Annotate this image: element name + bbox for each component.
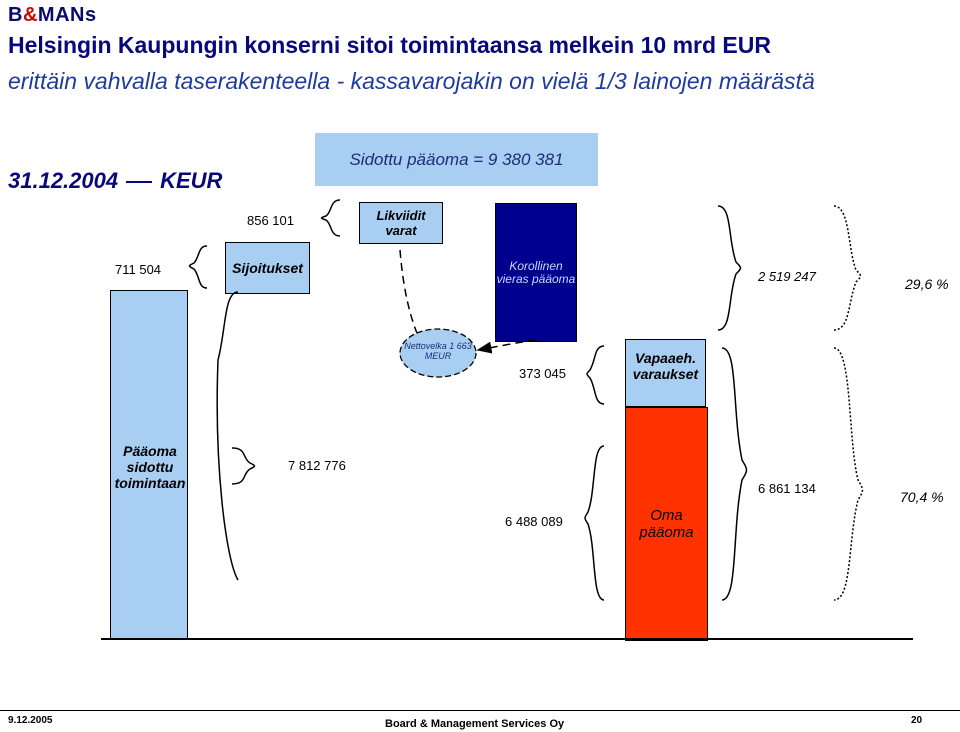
korollinen-vieras-paaoma-box: Korollinen vieras pääoma [495, 203, 577, 342]
brace-sijoitukset [188, 245, 208, 289]
vapaaeh-varaukset-box: Vapaaeh. varaukset [625, 339, 706, 407]
oma-value: 6 488 089 [505, 514, 563, 529]
sijoitukset-value: 711 504 [115, 262, 162, 277]
footer-company: Board & Management Services Oy [385, 718, 565, 730]
brace-pct-lower [833, 347, 864, 601]
baseline [101, 638, 913, 640]
brace-oma [584, 445, 605, 601]
unit-label: KEUR [160, 168, 223, 193]
nettovelka-label: Nettovelka 1 663 MEUR [404, 341, 472, 361]
brace-paaoma-value [231, 447, 256, 485]
date-unit-label: 31.12.2004 KEUR [8, 168, 222, 194]
oma-paaoma-box: Oma pääoma [625, 407, 708, 641]
brace-pct-upper [833, 205, 862, 331]
footer-divider [0, 710, 960, 711]
nettovelka-ellipse [399, 328, 477, 378]
footer-date: 9.12.2005 [8, 715, 53, 726]
slide-subtitle: erittäin vahvalla taserakenteella - kass… [8, 68, 815, 94]
brand-logo: B&MANs [8, 4, 97, 26]
oma-percent: 70,4 % [900, 489, 944, 505]
sidottu-paaoma-banner: Sidottu pääoma = 9 380 381 [315, 133, 598, 186]
brace-paaoma-bar [216, 291, 239, 581]
korollinen-value: 2 519 247 [758, 269, 816, 284]
likviidit-value: 856 101 [247, 213, 294, 228]
likviidit-varat-box: Likviidit varat [359, 202, 443, 244]
brace-varaukset [586, 345, 605, 405]
brace-likviidit [320, 199, 341, 237]
varaukset-value: 373 045 [519, 366, 566, 381]
dashed-arrow-right [476, 339, 537, 354]
brace-oma-plus [721, 347, 748, 601]
footer-page-number: 20 [911, 715, 923, 726]
sijoitukset-box: Sijoitukset [225, 242, 310, 294]
paaoma-sidottu-bar [110, 290, 188, 639]
slide-title: Helsingin Kaupungin konserni sitoi toimi… [8, 32, 771, 58]
korollinen-percent: 29,6 % [905, 276, 949, 292]
date-label: 31.12.2004 [8, 168, 119, 193]
brace-korollinen [717, 205, 742, 331]
paaoma-value: 7 812 776 [288, 458, 346, 473]
paaoma-sidottu-label: Pääoma sidottu toimintaan [114, 443, 186, 491]
oma-plus-value: 6 861 134 [758, 481, 816, 496]
